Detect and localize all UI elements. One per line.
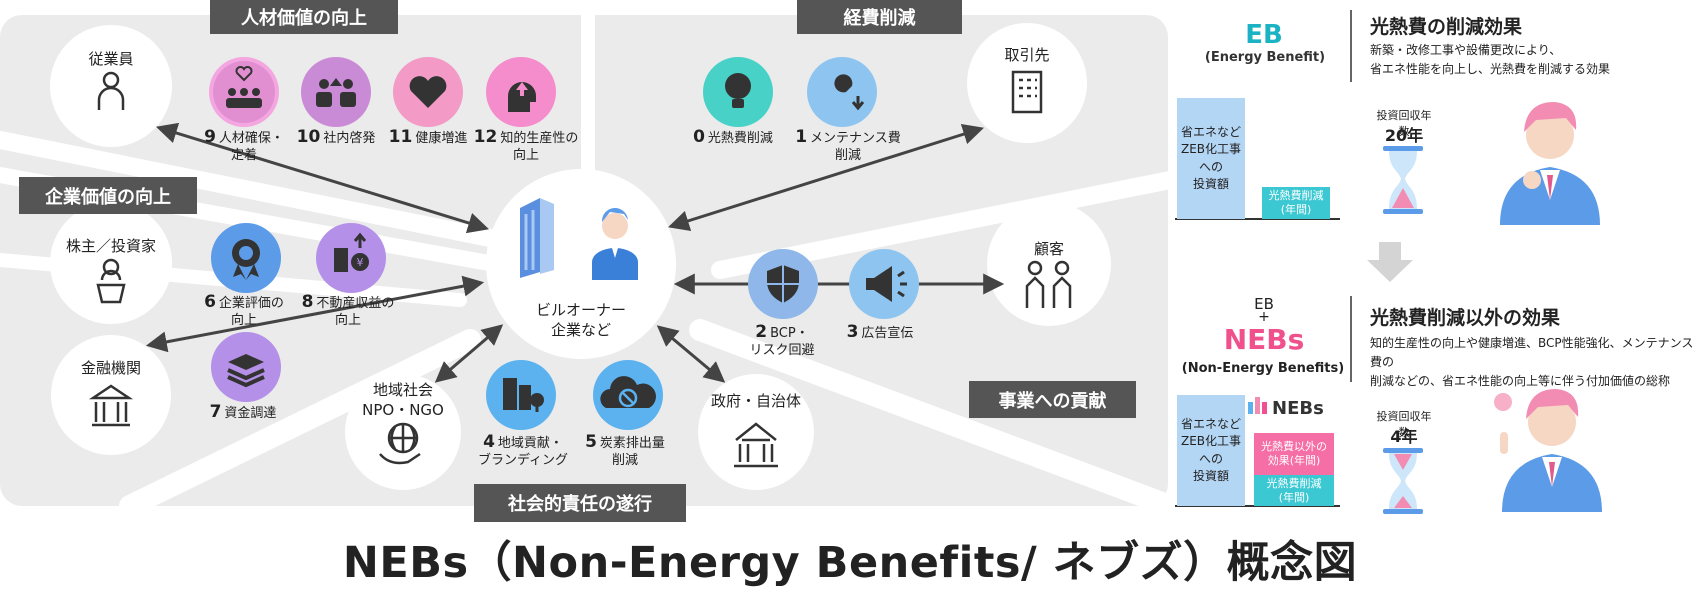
eb-graphics <box>1175 10 1602 514</box>
tag-shakai: 社会的責任の遂行 <box>474 484 686 522</box>
eb-desc-line1: 新築・改修工事や設備更改により、 <box>1370 43 1562 57</box>
nebs-mini-logo: NEBs <box>1272 398 1324 419</box>
arrows <box>145 122 1005 383</box>
owner-building-person-icon <box>520 198 638 280</box>
eb-description: 新築・改修工事や設備更改により、 省エネ性能を向上し、光熱費を削減する効果 <box>1370 41 1610 79</box>
idea-businessman-icon <box>1494 389 1602 512</box>
stakeholder-customer: 顧客 <box>1033 240 1065 258</box>
nebs-logo: NEBs <box>1223 323 1305 356</box>
hourglass-icon-2 <box>1383 448 1423 514</box>
center-line1: ビルオーナー <box>535 301 627 319</box>
eb-logo: EB <box>1245 20 1283 50</box>
government-building-icon <box>734 422 778 468</box>
eb-payback-value: 20年 <box>1384 126 1424 145</box>
buildings-tree-icon <box>486 360 556 430</box>
person-icon <box>97 71 125 110</box>
nebs-description: 知的生産性の向上や健康増進、BCP性能強化、メンテナンス費の 削減などの、省エネ… <box>1370 334 1700 392</box>
tag-kigyou: 企業価値の向上 <box>19 177 197 214</box>
nebs-subtitle: (Non-Energy Benefits) <box>1181 361 1345 376</box>
two-people-icon <box>1025 260 1072 308</box>
money-stack-icon <box>211 332 281 402</box>
cloud-no-co2-icon <box>593 360 663 430</box>
nebs-saving-bar: 光熱費削減(年間) <box>1254 475 1334 506</box>
stakeholder-bank: 金融機関 <box>80 359 142 377</box>
award-badge-icon <box>211 223 281 293</box>
eb-subtitle: (Energy Benefit) <box>1204 50 1326 65</box>
center-line2: 企業など <box>550 321 612 340</box>
nebs-other-bar: 光熱費以外の効果(年間) <box>1254 433 1334 475</box>
lightbulb-icon <box>703 57 773 127</box>
stakeholder-icons <box>88 70 1072 468</box>
nebs-desc-line1: 知的生産性の向上や健康増進、BCP性能強化、メンテナンス費の <box>1370 336 1694 370</box>
people-upload-icon <box>301 57 371 127</box>
head-upgrade-icon <box>486 57 556 127</box>
stakeholder-government: 政府・自治体 <box>710 392 802 410</box>
svg-text:¥: ¥ <box>357 256 364 269</box>
nebs-eb-label: EB <box>1254 295 1274 313</box>
eb-payback-label: 投資回収年数 <box>1376 109 1432 138</box>
hourglass-icon <box>1383 146 1423 214</box>
heart-icon <box>393 57 463 127</box>
down-arrow-icon <box>1367 242 1413 282</box>
tag-jinzai: 人材価値の向上 <box>210 0 398 34</box>
stakeholder-community: 地域社会 NPO・NGO <box>362 381 444 420</box>
community-line2: NPO・NGO <box>362 400 444 419</box>
bank-icon <box>88 384 134 427</box>
community-line1: 地域社会 <box>372 381 434 399</box>
page-title: NEBs（Non-Energy Benefits/ ネブズ）概念図 <box>342 538 1358 588</box>
nebs-heading: 光熱費削減以外の効果 <box>1370 307 1561 329</box>
nebs-logo-icon <box>1248 397 1267 414</box>
tag-jigyou: 事業への貢献 <box>969 381 1136 418</box>
stakeholder-circles <box>50 23 1111 490</box>
thinking-businessman-icon <box>1500 102 1600 225</box>
megaphone-icon <box>849 249 919 319</box>
globe-hand-icon <box>379 422 421 465</box>
eb-heading: 光熱費の削減効果 <box>1370 16 1523 38</box>
stakeholder-partner: 取引先 <box>1004 46 1050 64</box>
stakeholder-shareholder: 株主／投資家 <box>65 237 157 255</box>
shield-icon <box>748 249 818 319</box>
stakeholder-employee: 従業員 <box>88 50 134 68</box>
nebs-desc-line2: 削減などの、省エネ性能の向上等に伴う付加価値の総称 <box>1370 374 1671 389</box>
wrench-icon <box>807 57 877 127</box>
eb-desc-line2: 省エネ性能を向上し、光熱費を削減する効果 <box>1370 62 1611 77</box>
nebs-payback-value: 4年 <box>1390 427 1418 446</box>
speaker-podium-icon <box>96 258 126 304</box>
nebs-payback-label: 投資回収年数 <box>1376 410 1432 439</box>
building-yen-icon: ¥ <box>316 223 386 293</box>
nebs-plus: + <box>1258 309 1270 325</box>
tag-keihi: 経費削減 <box>797 0 962 34</box>
people-heart-icon <box>209 57 279 127</box>
benefit-icons: ¥ <box>209 57 919 430</box>
office-building-icon <box>1011 70 1043 114</box>
eb-saving-bar: 光熱費削減(年間) <box>1262 187 1330 219</box>
center-label: ビルオーナー 企業など <box>536 300 626 341</box>
